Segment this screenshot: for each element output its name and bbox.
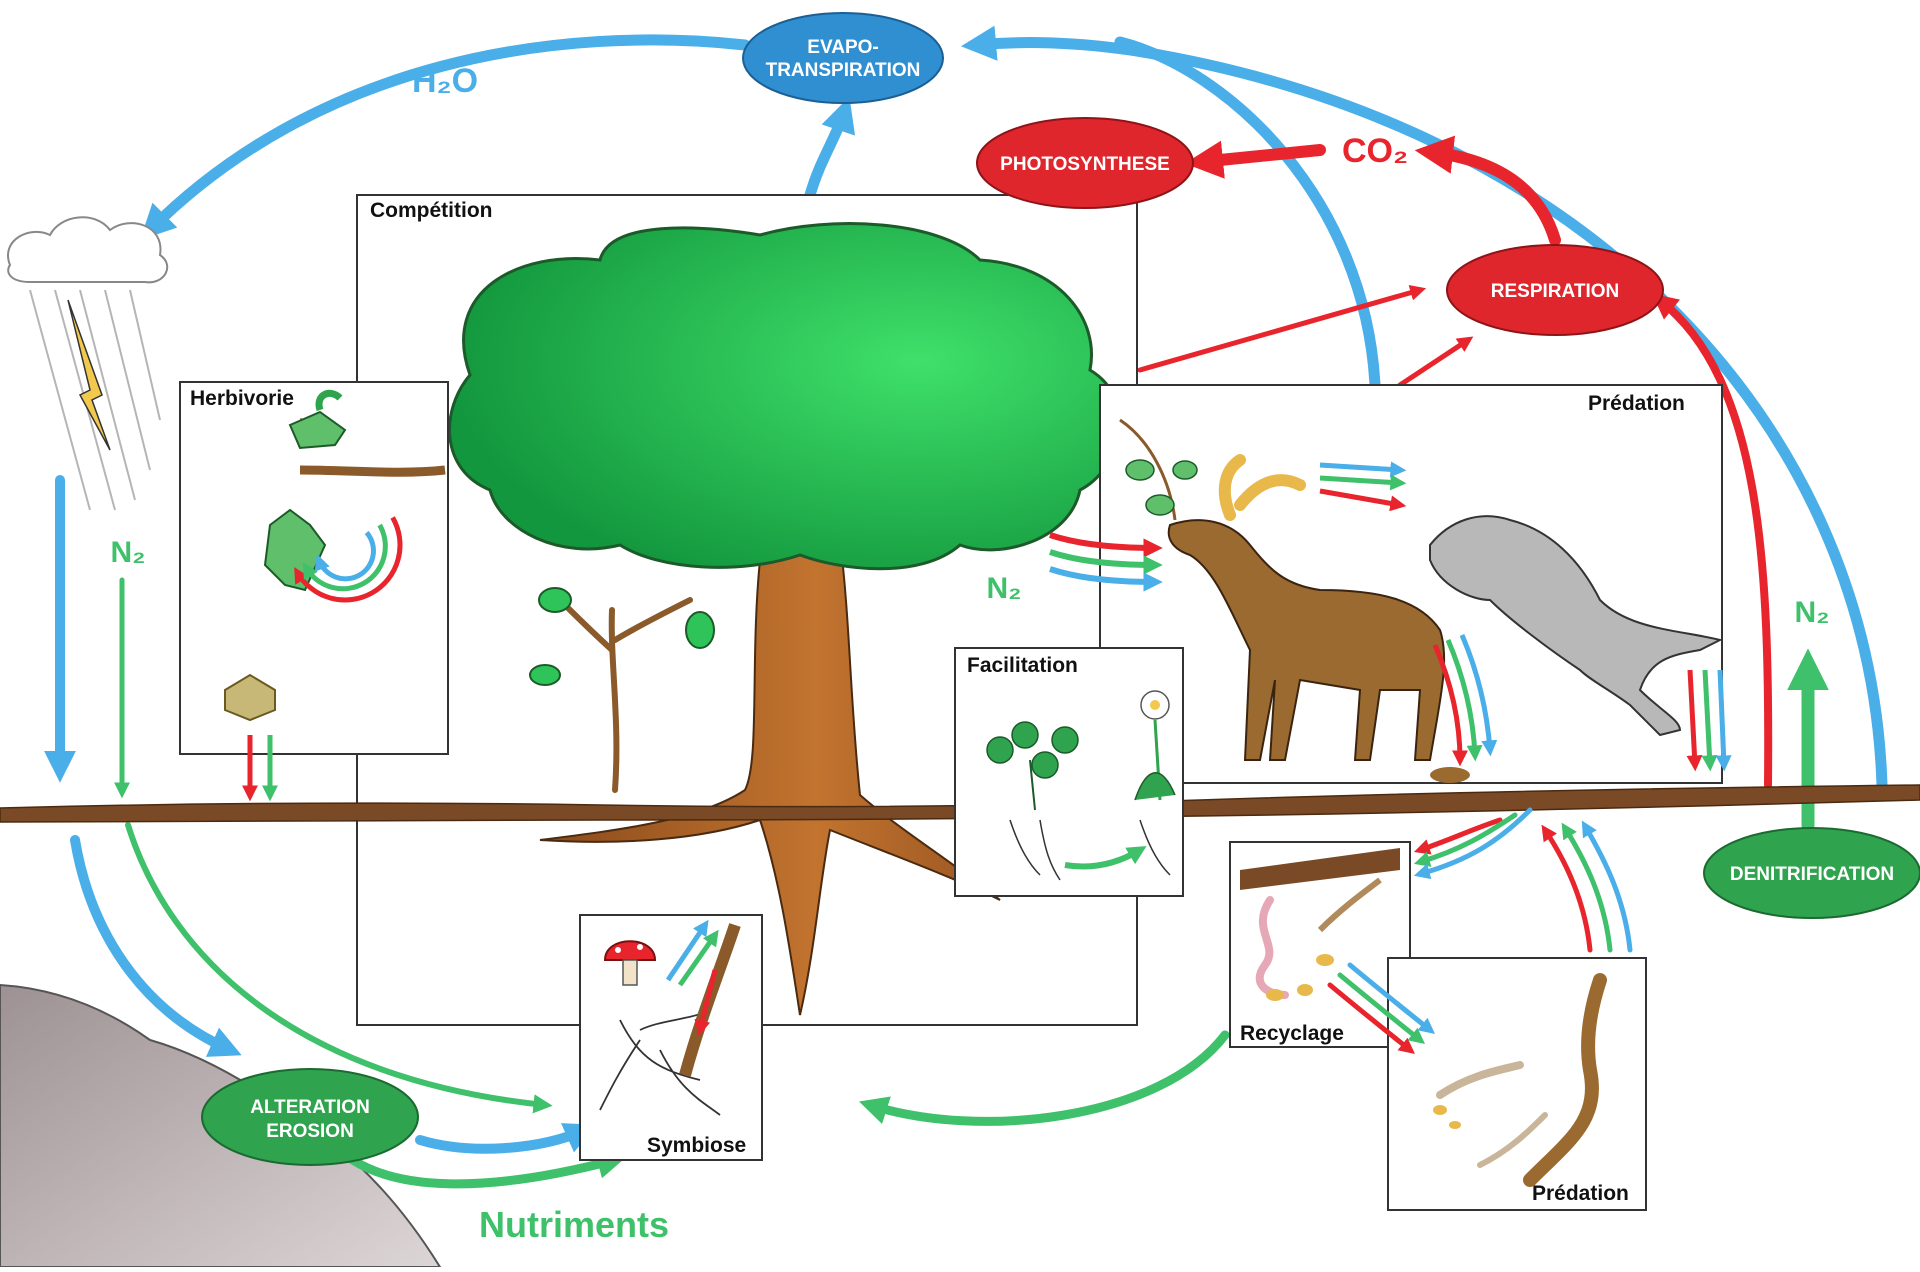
cloud-icon	[7, 216, 169, 284]
predation-bottom-label: Prédation	[1532, 1182, 1629, 1205]
facilitation-box: Facilitation	[954, 647, 1184, 897]
nitrogen-arrow-soil-to-symbiose	[125, 822, 553, 1114]
h2o-label: H₂O	[412, 62, 478, 100]
denitrification-label: DENITRIFICATION	[1730, 864, 1894, 885]
leaf-icon	[288, 410, 347, 450]
photosynthese-label: PHOTOSYNTHESE	[1000, 154, 1170, 175]
carbon-arrow-soil-to-respiration	[1652, 293, 1773, 789]
water-arrow-soil-to-erosion	[70, 835, 242, 1057]
nitrogen-arrow-recyclage-to-symbiose	[859, 1030, 1230, 1126]
erosion-label: EROSION	[266, 1121, 354, 1142]
denitrification-node: DENITRIFICATION	[1703, 827, 1920, 919]
facilitation-label: Facilitation	[967, 654, 1078, 677]
respiration-node: RESPIRATION	[1446, 244, 1664, 336]
photosynthese-node: PHOTOSYNTHESE	[976, 117, 1194, 209]
herbivorie-box: Herbivorie	[179, 381, 449, 802]
sapling-icon	[529, 587, 715, 793]
evapotranspiration-line-2: TRANSPIRATION	[766, 60, 921, 81]
alteration-erosion-node: ALTERATION EROSION	[201, 1068, 419, 1166]
carbon-arrow-predation-to-respiration	[1397, 336, 1474, 388]
wolf-icon	[1429, 515, 1723, 737]
decomposition-arrows	[1327, 807, 1633, 1054]
water-arrow-tree-to-evapo	[804, 96, 856, 201]
respiration-label: RESPIRATION	[1491, 281, 1619, 302]
evapotranspiration-line-1: EVAPO-	[807, 37, 878, 58]
alteration-label: ALTERATION	[250, 1097, 370, 1118]
water-arrow-predation-to-evapo	[1114, 36, 1381, 391]
soil-line	[0, 784, 1920, 823]
arrow-tree-to-predation-blue	[1049, 566, 1163, 592]
carbon-arrow-tree-to-respiration	[1137, 284, 1427, 373]
herbivorie-label: Herbivorie	[190, 387, 294, 410]
carbon-arrow-co2-to-photosynthese	[1184, 140, 1326, 179]
predation-bottom-box: Prédation	[1387, 957, 1647, 1211]
carbon-cycle-arrows	[987, 135, 1773, 789]
recyclage-label: Recyclage	[1240, 1022, 1344, 1045]
arrow-tree-to-predation-red	[1049, 532, 1163, 558]
clover-icon	[986, 721, 1079, 881]
caterpillar-icon	[315, 389, 343, 412]
arrow-tree-to-predation-green	[1049, 549, 1163, 575]
recyclage-box: Recyclage	[1229, 841, 1411, 1048]
water-arrow-erosion-to-symbiose	[415, 1123, 597, 1154]
symbiose-box: Symbiose	[579, 914, 763, 1161]
n2-left-label: N₂	[111, 536, 146, 569]
predation-top-box: Prédation	[1099, 384, 1732, 784]
nutriments-label: Nutriments	[479, 1204, 669, 1245]
symbiose-label: Symbiose	[647, 1134, 746, 1157]
tree-icon	[448, 222, 1122, 1016]
centipede-icon	[1523, 973, 1607, 1187]
rain-icon	[29, 289, 161, 511]
daisy-icon	[1134, 690, 1176, 876]
predation-top-label: Prédation	[1588, 392, 1685, 415]
n2-right-label: N₂	[1795, 596, 1830, 629]
mushroom-icon	[603, 940, 657, 986]
leaf-icon	[224, 673, 276, 722]
water-arrow-evapo-to-cloud	[140, 34, 751, 240]
centipede-icon	[1317, 877, 1382, 933]
carbon-arrow-respiration-to-co2	[1414, 135, 1561, 246]
co2-label: CO₂	[1342, 132, 1408, 170]
evapotranspiration-node: EVAPO- TRANSPIRATION	[742, 12, 944, 104]
worm-icon	[1436, 1061, 1524, 1099]
lightning-icon	[67, 299, 111, 451]
competition-label: Compétition	[370, 199, 492, 222]
n2-center-label: N₂	[987, 572, 1022, 605]
